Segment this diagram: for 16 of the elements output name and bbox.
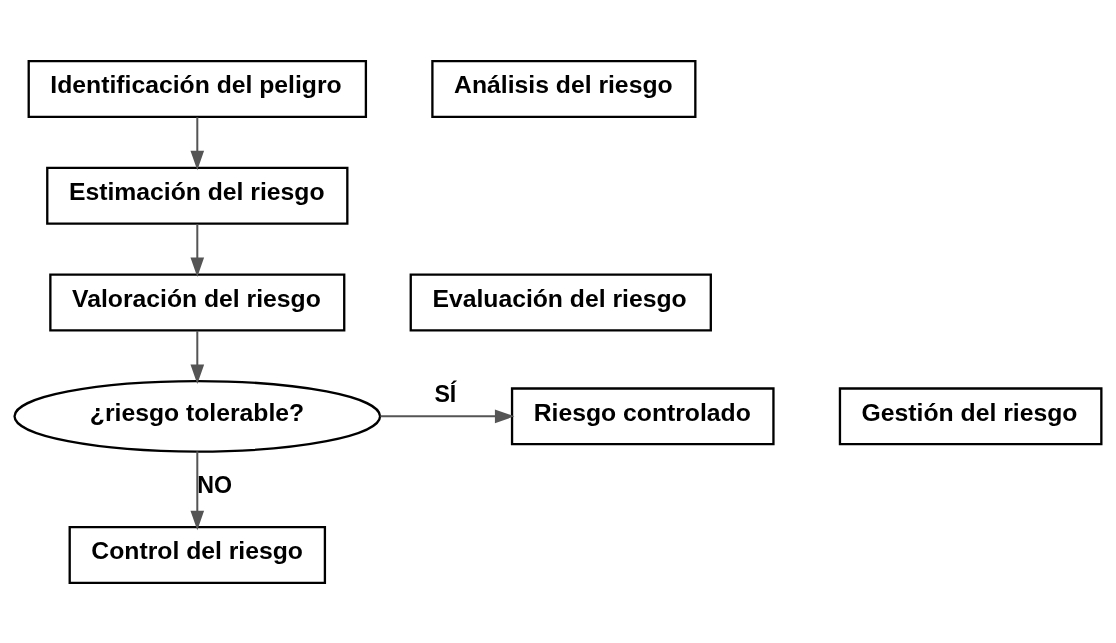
edge-label: NO bbox=[197, 471, 233, 498]
node-box: Riesgo controlado bbox=[510, 386, 775, 445]
arrow bbox=[190, 223, 205, 277]
arrow bbox=[190, 450, 205, 530]
node-box: Evaluación del riesgo bbox=[409, 272, 712, 331]
edge-label: SÍ bbox=[434, 380, 457, 407]
arrow bbox=[190, 116, 205, 170]
node-box: Control del riesgo bbox=[68, 525, 327, 584]
node-box: Estimación del riesgo bbox=[46, 166, 349, 225]
node-ellipse: ¿riesgo tolerable? bbox=[13, 379, 382, 453]
node-box: Identificación del peligro bbox=[27, 59, 368, 118]
arrow bbox=[190, 330, 205, 384]
node-box: Valoración del riesgo bbox=[49, 272, 346, 331]
node-box: Gestión del riesgo bbox=[838, 386, 1103, 445]
node-box: Análisis del riesgo bbox=[431, 59, 697, 118]
arrow bbox=[380, 409, 515, 423]
